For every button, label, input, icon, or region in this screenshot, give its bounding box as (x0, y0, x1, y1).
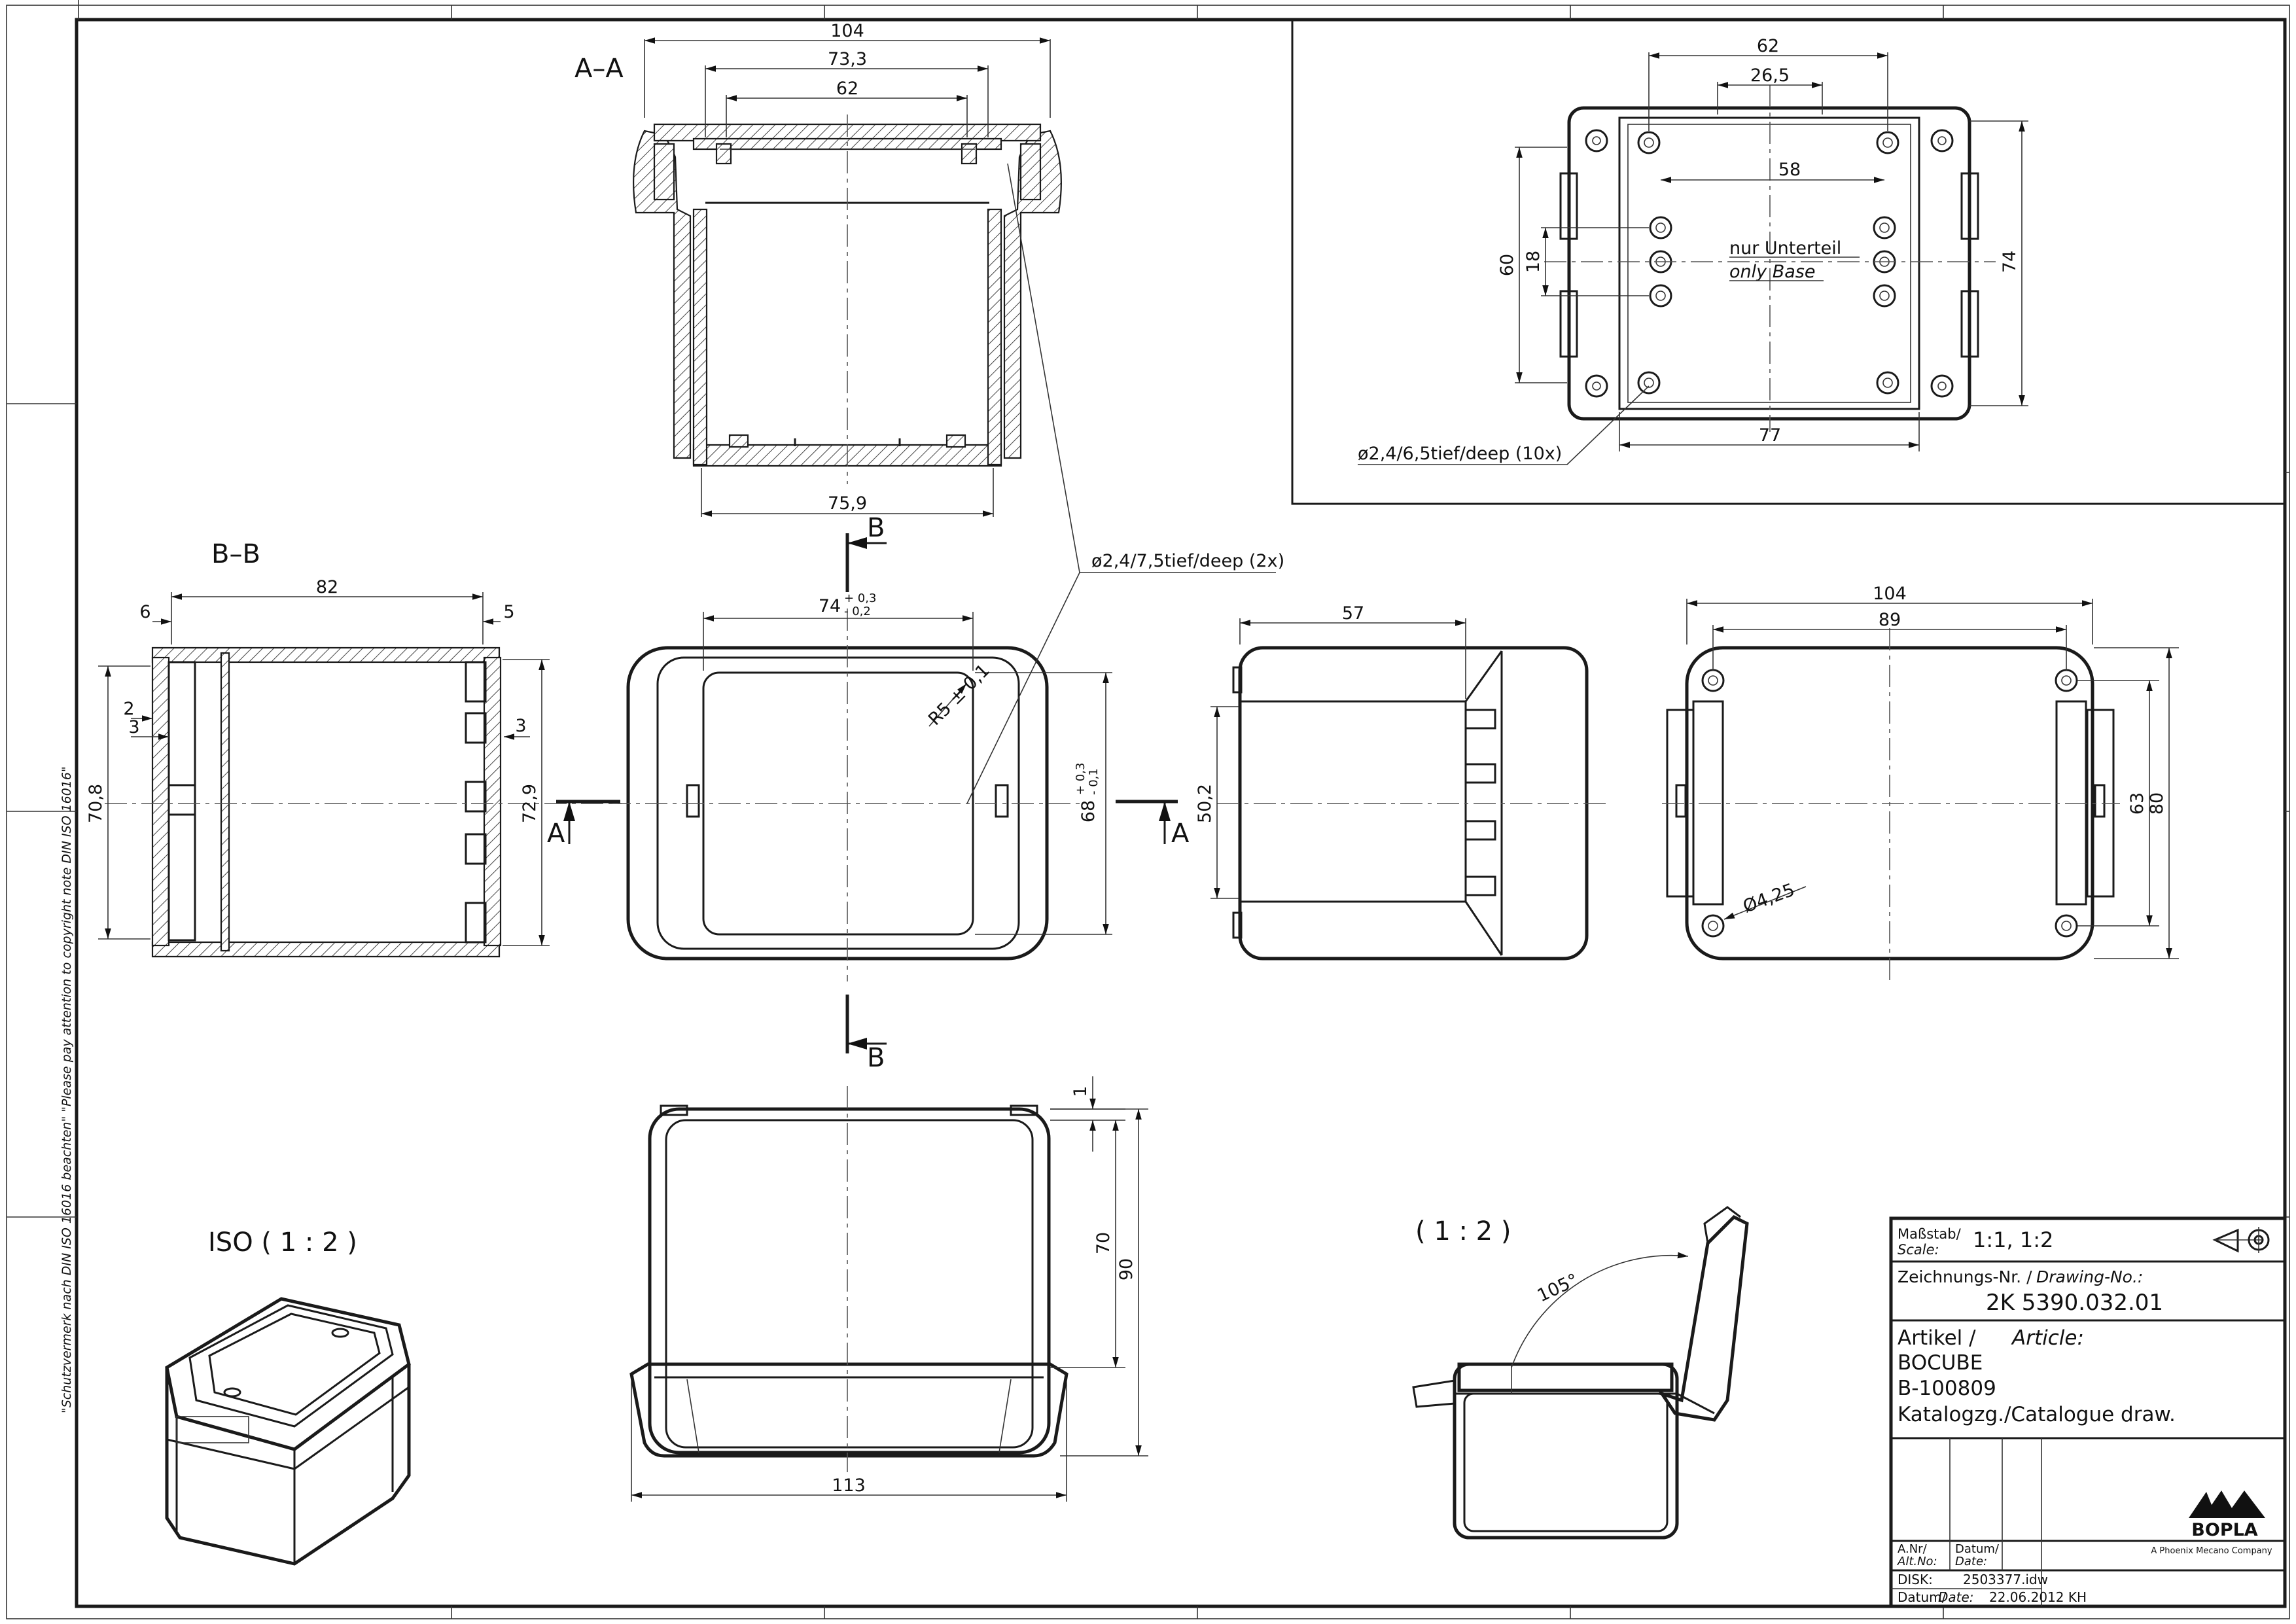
hole-note-2x: ø2,4/7,5tief/deep (2x) (1091, 551, 1284, 571)
dim-top-18: 18 (1523, 251, 1544, 273)
dim-bottom-80: 80 (2147, 792, 2167, 815)
dim-front-68: 68 (1078, 800, 1099, 822)
brand-name: BOPLA (2191, 1520, 2258, 1540)
dim-bottom-89: 89 (1879, 610, 1901, 630)
datum-value: 22.06.2012 KH (1989, 1589, 2087, 1605)
anr-label-de: A.Nr/ (1898, 1542, 1928, 1556)
open-view-label: ( 1 : 2 ) (1415, 1216, 1511, 1246)
open-angle: 105° (1534, 1270, 1581, 1307)
bopla-logo-icon (2189, 1491, 2265, 1518)
datum-label-en: Date: (1955, 1555, 1987, 1568)
dim-bottom-104: 104 (1873, 584, 1907, 604)
article-line-2: B-100809 (1898, 1377, 1996, 1400)
datum-label-de: Datum/ (1955, 1542, 2000, 1556)
dim-bb-72-9: 72,9 (520, 784, 540, 823)
datum2-label-de: Datum/ (1898, 1589, 1947, 1605)
title-block: Maßstab/ Scale: 1:1, 1:2 Zeichnungs-Nr. … (1889, 1216, 2287, 1608)
dim-front-68-tol-dn: - 0,1 (1087, 768, 1101, 795)
dim-aa-62: 62 (836, 79, 858, 99)
dim-bb-70-8: 70,8 (86, 784, 106, 823)
hole-note-10x: ø2,4/6,5tief/deep (10x) (1358, 444, 1562, 464)
article-line-3: Katalogzg./Catalogue draw. (1898, 1403, 2176, 1426)
dim-aa-104: 104 (830, 21, 864, 41)
dim-bb-5: 5 (503, 602, 514, 622)
dim-elev-113: 113 (832, 1475, 866, 1496)
open-lid-view: ( 1 : 2 ) 105° (1412, 1206, 1749, 1540)
dim-bottom-63: 63 (2127, 792, 2147, 815)
datum2-label-en: Date: (1938, 1589, 1974, 1605)
dim-bb-2: 2 (123, 699, 134, 719)
dim-bottom-hole: Ø4,25 (1740, 880, 1797, 917)
elevation-view: 1 70 90 113 (629, 1076, 1148, 1502)
dim-top-26-5: 26,5 (1750, 65, 1790, 86)
dim-elev-90: 90 (1116, 1258, 1137, 1280)
dim-front-74-tol-up: + 0,3 (844, 591, 876, 605)
drawing-label-en: Drawing-No.: (2036, 1267, 2143, 1286)
dim-top-60: 60 (1497, 254, 1517, 276)
brand-subtitle: A Phoenix Mecano Company (2151, 1546, 2272, 1556)
side-view: 57 50,2 (1195, 603, 1610, 961)
dim-aa-73-3: 73,3 (828, 49, 867, 69)
dim-aa-75-9: 75,9 (828, 493, 867, 514)
section-aa-view: A–A 104 73,3 62 75,9 (574, 21, 1062, 517)
dim-side-57: 57 (1342, 603, 1364, 624)
article-label-en: Article: (2011, 1326, 2084, 1350)
front-view: A A B B 74 + 0,3 - 0,2 68 + 0,3 - 0,1 R5… (547, 163, 1284, 1073)
article-label-de: Artikel / (1898, 1326, 1976, 1350)
iso-label: ISO ( 1 : 2 ) (208, 1227, 357, 1258)
note-nur-unterteil: nur Unterteil (1729, 238, 1841, 258)
sheet-frame (6, 0, 2290, 1619)
dim-bb-3-right: 3 (515, 716, 526, 736)
section-bb-label: B–B (211, 539, 260, 569)
disk-value: 2503377.idw (1963, 1572, 2048, 1587)
dim-bb-3-left: 3 (128, 717, 139, 737)
dim-elev-70: 70 (1093, 1232, 1114, 1254)
section-aa-label: A–A (574, 54, 624, 84)
projection-symbol-icon (2212, 1227, 2270, 1253)
scale-value: 1:1, 1:2 (1973, 1227, 2053, 1252)
dim-top-58: 58 (1778, 160, 1801, 180)
section-a-marker-left: A (547, 819, 565, 849)
dim-bb-82: 82 (316, 577, 338, 597)
dim-elev-1: 1 (1070, 1086, 1091, 1097)
anr-label-en: Alt.No: (1897, 1555, 1937, 1568)
dim-front-68-tol-up: + 0,3 (1074, 763, 1087, 795)
article-line-1: BOCUBE (1898, 1351, 1983, 1375)
dim-top-62: 62 (1757, 36, 1779, 56)
drawing-label-de: Zeichnungs-Nr. / (1898, 1267, 2032, 1286)
bottom-view: 104 89 63 80 Ø4,25 (1662, 584, 2179, 981)
section-a-marker-right: A (1171, 819, 1190, 849)
dim-top-74: 74 (2000, 251, 2020, 273)
disk-label: DISK: (1898, 1572, 1933, 1587)
section-b-marker-bottom: B (867, 1043, 885, 1073)
dim-side-50-2: 50,2 (1195, 784, 1215, 823)
note-only-base: only Base (1729, 262, 1815, 282)
drawing-number: 2K 5390.032.01 (1986, 1290, 2163, 1316)
section-bb-view: B–B 82 6 5 70,8 72,9 2 3 3 (86, 539, 622, 958)
dim-front-r5: R5 ± 0,1 (925, 660, 994, 730)
top-view-panel: nur Unterteil only Base 62 26,5 58 77 60… (1291, 20, 2285, 505)
scale-label-en: Scale: (1898, 1242, 1939, 1258)
scale-label-de: Maßstab/ (1898, 1226, 1962, 1242)
dim-bb-6: 6 (139, 602, 150, 622)
corner-holes (1585, 129, 1954, 398)
dim-front-74: 74 (819, 596, 841, 616)
dim-front-74-tol-dn: - 0,2 (844, 605, 871, 618)
dim-top-77: 77 (1759, 425, 1781, 446)
copyright-note: "Schutzvermerk nach DIN ISO 16016 beacht… (60, 766, 74, 1413)
iso-view: ISO ( 1 : 2 ) (165, 1227, 411, 1566)
section-b-marker-top: B (867, 513, 885, 543)
